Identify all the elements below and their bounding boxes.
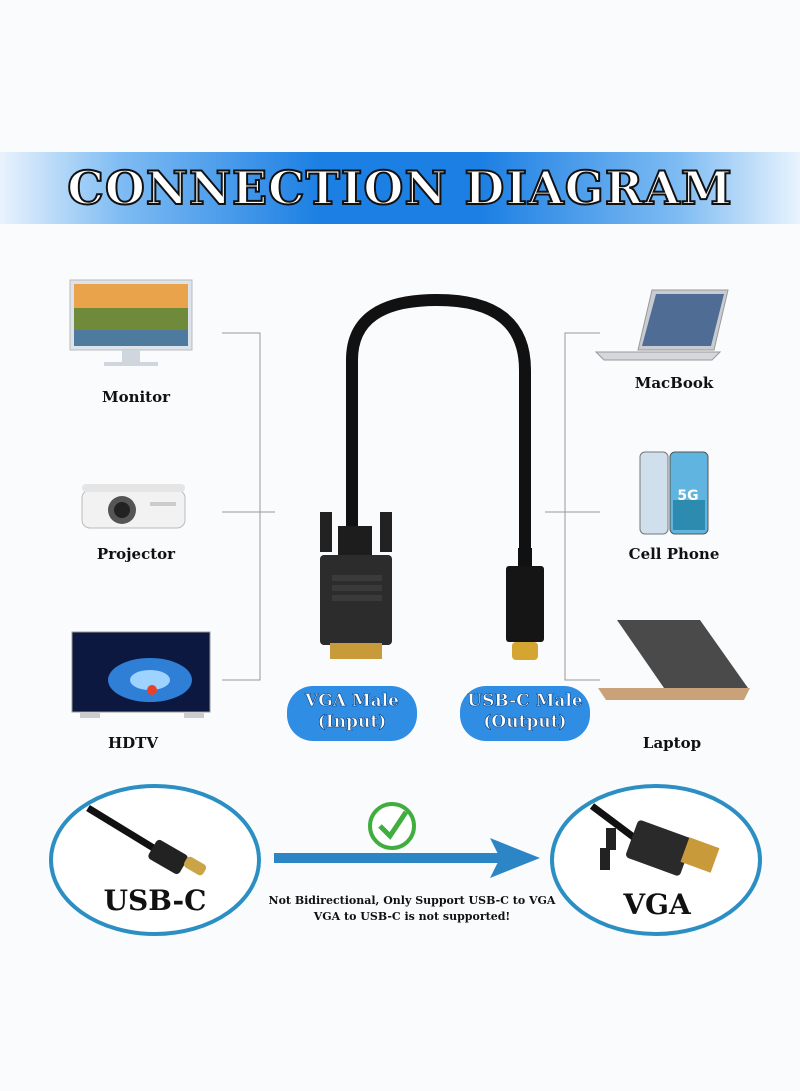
vga-plug-icon [589, 803, 720, 876]
direction-note-line2: VGA to USB-C is not supported! [313, 910, 511, 923]
device-label-cell-phone: Cell Phone [628, 545, 720, 563]
device-label-laptop: Laptop [642, 734, 702, 752]
usbc-oval-label: USB-C [103, 884, 207, 917]
vga-connector [320, 512, 392, 659]
page-title: CONNECTION DIAGRAM [66, 161, 733, 215]
device-label-projector: Projector [96, 545, 176, 563]
usbc-plug-icon [86, 805, 207, 876]
direction-note-line1: Not Bidirectional, Only Support USB-C to… [268, 894, 556, 907]
projector-icon [81, 484, 186, 529]
direction-note: Not Bidirectional, Only Support USB-C to… [262, 893, 562, 925]
vga-pill-line1: VGA Male [305, 691, 400, 712]
left-bracket [222, 332, 275, 681]
usbc-male-pill: USB-C Male (Output) [460, 686, 590, 741]
device-label-monitor: Monitor [101, 388, 171, 406]
laptop-icon [598, 620, 750, 700]
adapter-cable [346, 293, 531, 560]
vga-male-pill: VGA Male (Input) [287, 686, 417, 741]
monitor-icon [69, 279, 193, 366]
vga-oval-label: VGA [623, 888, 691, 921]
device-label-hdtv: HDTV [108, 734, 158, 752]
svg-text:5G: 5G [677, 488, 698, 504]
vga-pill-line2: (Input) [317, 712, 387, 733]
phone-icon: 5G [639, 451, 709, 535]
device-label-macbook: MacBook [634, 374, 714, 392]
macbook-icon [594, 289, 729, 361]
right-bracket [545, 332, 600, 681]
usbc-pill-line1: USB-C Male [467, 691, 583, 712]
usbc-pill-line2: (Output) [483, 712, 567, 733]
tv-icon [71, 631, 211, 718]
title-banner [0, 152, 800, 224]
check-icon [368, 802, 416, 850]
usbc-connector [506, 548, 544, 660]
direction-arrow [274, 838, 540, 878]
